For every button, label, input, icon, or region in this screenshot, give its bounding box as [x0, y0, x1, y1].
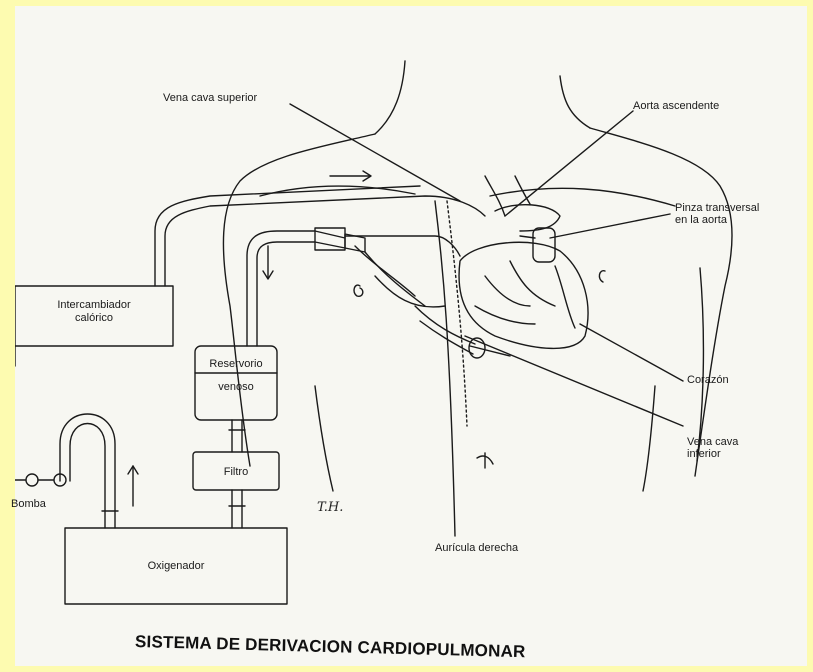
torso-right	[590, 128, 732, 476]
pump-roller-1	[26, 474, 38, 486]
aorta	[495, 205, 560, 231]
label-oxigenador: Oxigenador	[65, 560, 287, 572]
arm-line-right	[697, 268, 703, 461]
neck-right	[560, 76, 590, 128]
label-filtro: Filtro	[193, 466, 279, 478]
label-pinza-line1: Pinza transversal	[675, 202, 759, 214]
label-vena-cava-inferior-line2: inferior	[687, 448, 721, 460]
venous-line	[247, 231, 345, 346]
arterial-line	[165, 196, 485, 286]
label-reservorio-line2: venoso	[195, 381, 277, 393]
label-aorta-ascendente: Aorta ascendente	[633, 100, 719, 112]
artist-signature: T.H.	[317, 500, 343, 515]
label-auricula-derecha: Aurícula derecha	[435, 542, 518, 554]
torso-lower-left	[315, 386, 333, 491]
torso-left	[223, 134, 375, 466]
label-reservorio-line1: Reservorio	[195, 358, 277, 370]
label-vena-cava-inferior-line1: Vena cava	[687, 436, 738, 448]
label-vena-cava-superior: Vena cava superior	[163, 92, 257, 104]
label-intercambiador-line1: Intercambiador	[15, 299, 173, 311]
neck-left	[375, 61, 405, 134]
torso-lower-right	[643, 386, 655, 491]
clavicle-right	[490, 188, 675, 206]
label-pinza-line2: en la aorta	[675, 214, 727, 226]
nipple-left	[354, 285, 363, 296]
label-intercambiador-line2: calórico	[15, 312, 173, 324]
heart	[459, 242, 588, 348]
label-bomba: Bomba	[11, 498, 46, 510]
diagram-page: Vena cava superior Aorta ascendente Pinz…	[15, 6, 807, 666]
nipple-right	[599, 271, 605, 282]
label-corazon: Corazón	[687, 374, 729, 386]
